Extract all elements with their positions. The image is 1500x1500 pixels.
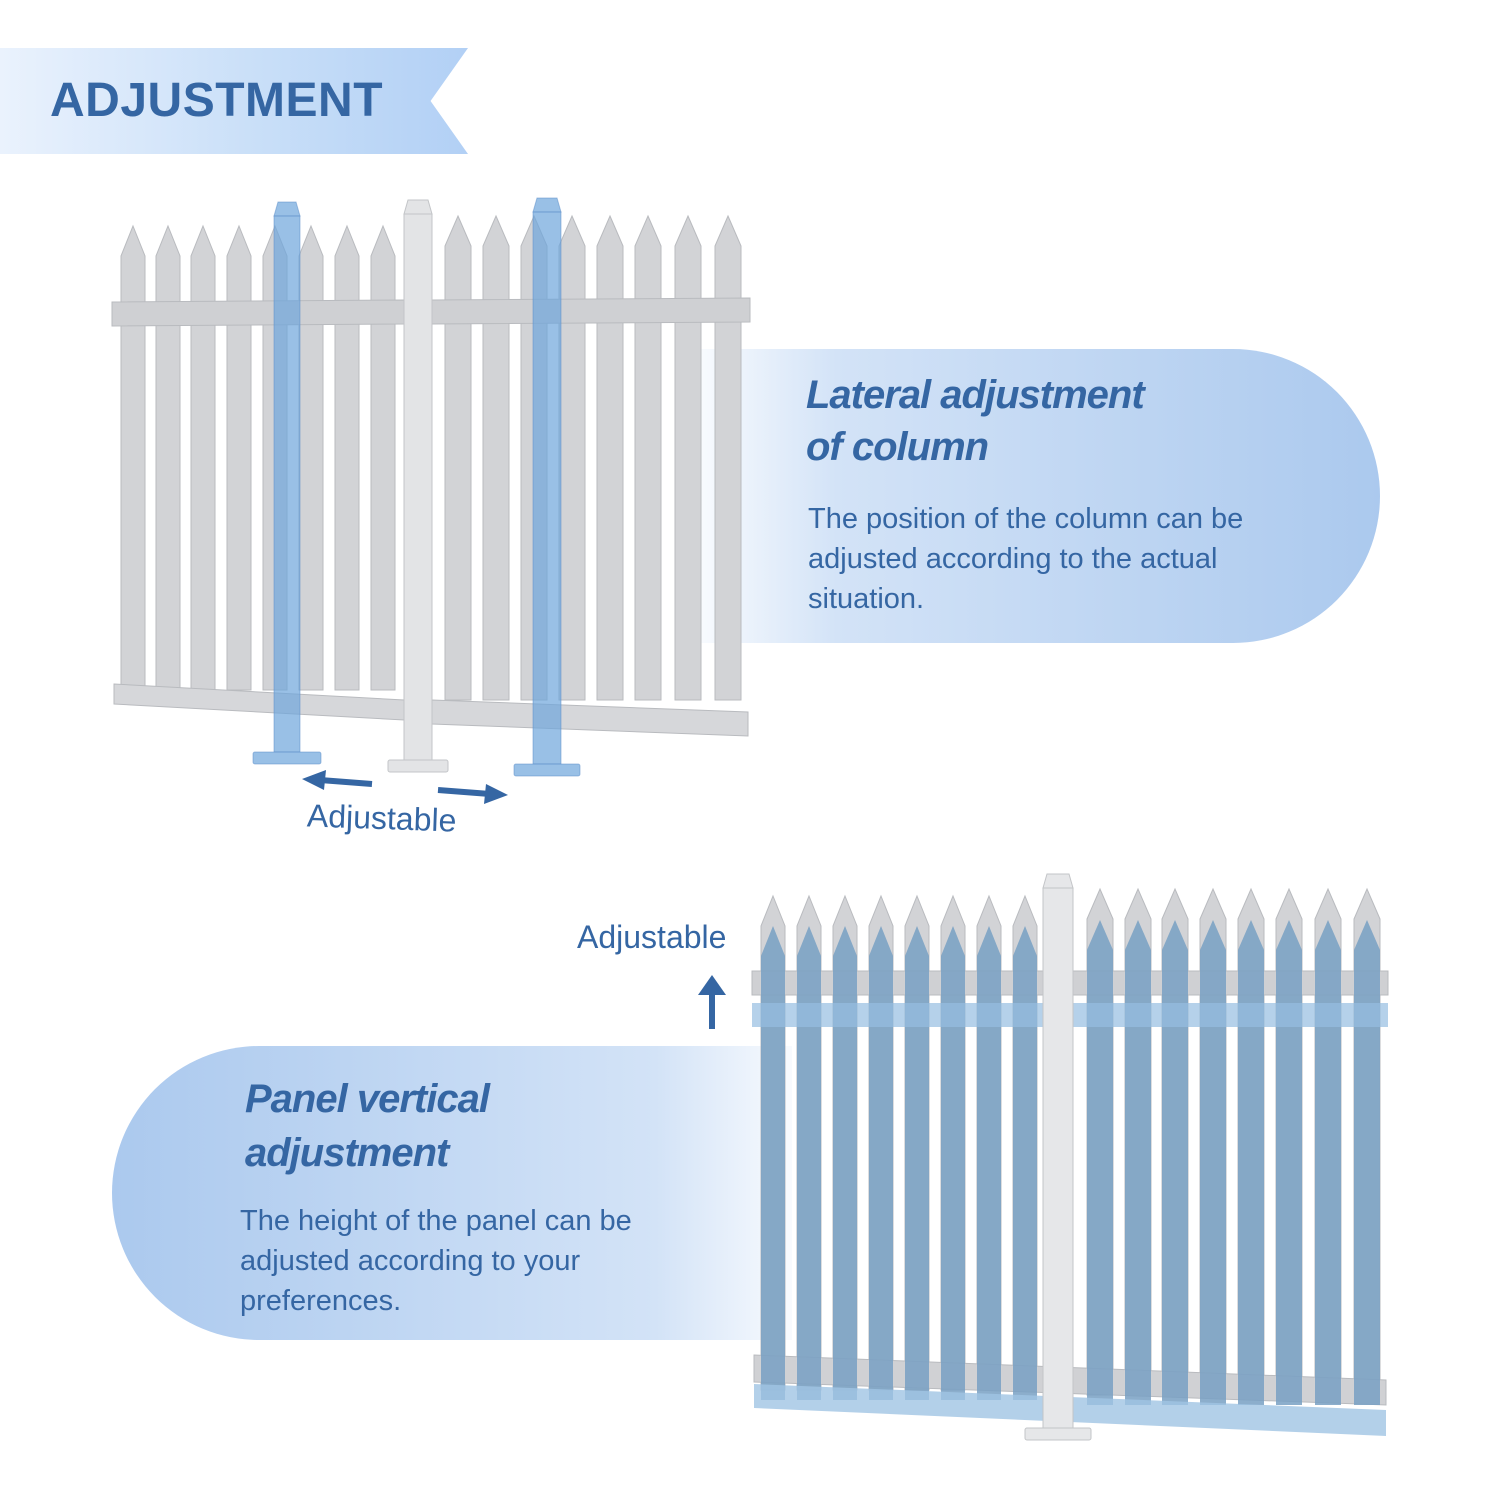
vertical-adjustable-label: Adjustable bbox=[577, 919, 727, 955]
adjusted-post-left-base bbox=[252, 751, 322, 765]
picket bbox=[298, 224, 324, 691]
picket bbox=[596, 214, 624, 701]
arrow-up-icon bbox=[698, 975, 726, 1029]
picket bbox=[482, 214, 510, 701]
center-post bbox=[1042, 887, 1074, 1429]
center-post bbox=[403, 213, 433, 761]
lateral-arrows bbox=[302, 770, 508, 804]
picket-adjusted bbox=[1315, 920, 1341, 1405]
picket-adjusted bbox=[1238, 920, 1264, 1405]
vertical-heading-line1: Panel vertical bbox=[245, 1077, 490, 1121]
title-banner bbox=[0, 48, 468, 154]
picket-adjusted bbox=[761, 926, 785, 1400]
vertical-body-line2: adjusted according to your bbox=[240, 1245, 581, 1277]
lateral-heading-line1: Lateral adjustment bbox=[806, 373, 1145, 417]
picket-adjusted bbox=[977, 926, 1001, 1400]
picket-adjusted bbox=[869, 926, 893, 1400]
picket-adjusted bbox=[1162, 920, 1188, 1405]
picket bbox=[674, 214, 702, 701]
picket bbox=[370, 224, 396, 691]
picket bbox=[634, 214, 662, 701]
adjusted-post-right-base bbox=[513, 763, 581, 777]
vertical-info-panel bbox=[112, 1046, 792, 1340]
adjusted-post-right bbox=[532, 211, 562, 765]
picket-adjusted bbox=[797, 926, 821, 1400]
lateral-body-line1: The position of the column can be bbox=[808, 503, 1244, 535]
picket-adjusted bbox=[833, 926, 857, 1400]
vertical-body-line1: The height of the panel can be bbox=[240, 1205, 632, 1237]
picket-adjusted bbox=[1087, 920, 1113, 1405]
center-post-base bbox=[1024, 1427, 1092, 1441]
vertical-body-line3: preferences. bbox=[240, 1285, 402, 1317]
picket bbox=[334, 224, 360, 691]
lateral-body-line3: situation. bbox=[808, 583, 925, 615]
picket-adjusted bbox=[1013, 926, 1037, 1400]
picket bbox=[444, 214, 472, 701]
picket-adjusted bbox=[1125, 920, 1151, 1405]
adjusted-post-left bbox=[273, 215, 301, 753]
lateral-body-line2: adjusted according to the actual bbox=[808, 543, 1218, 575]
arrow-left-icon bbox=[302, 770, 373, 790]
picket-adjusted bbox=[1354, 920, 1380, 1405]
picket bbox=[714, 214, 742, 701]
picket bbox=[226, 224, 252, 691]
lateral-heading-line2: of column bbox=[806, 425, 989, 469]
vertical-heading-line2: adjustment bbox=[245, 1131, 449, 1175]
picket-adjusted bbox=[941, 926, 965, 1400]
picket-adjusted bbox=[905, 926, 929, 1400]
center-post-base bbox=[387, 759, 449, 773]
picket-adjusted bbox=[1276, 920, 1302, 1405]
lateral-info-panel bbox=[700, 349, 1380, 643]
arrow-right-icon bbox=[437, 784, 508, 804]
page-title: ADJUSTMENT bbox=[50, 74, 384, 127]
center-post-cap bbox=[1042, 873, 1074, 889]
picket-adjusted bbox=[1200, 920, 1226, 1405]
